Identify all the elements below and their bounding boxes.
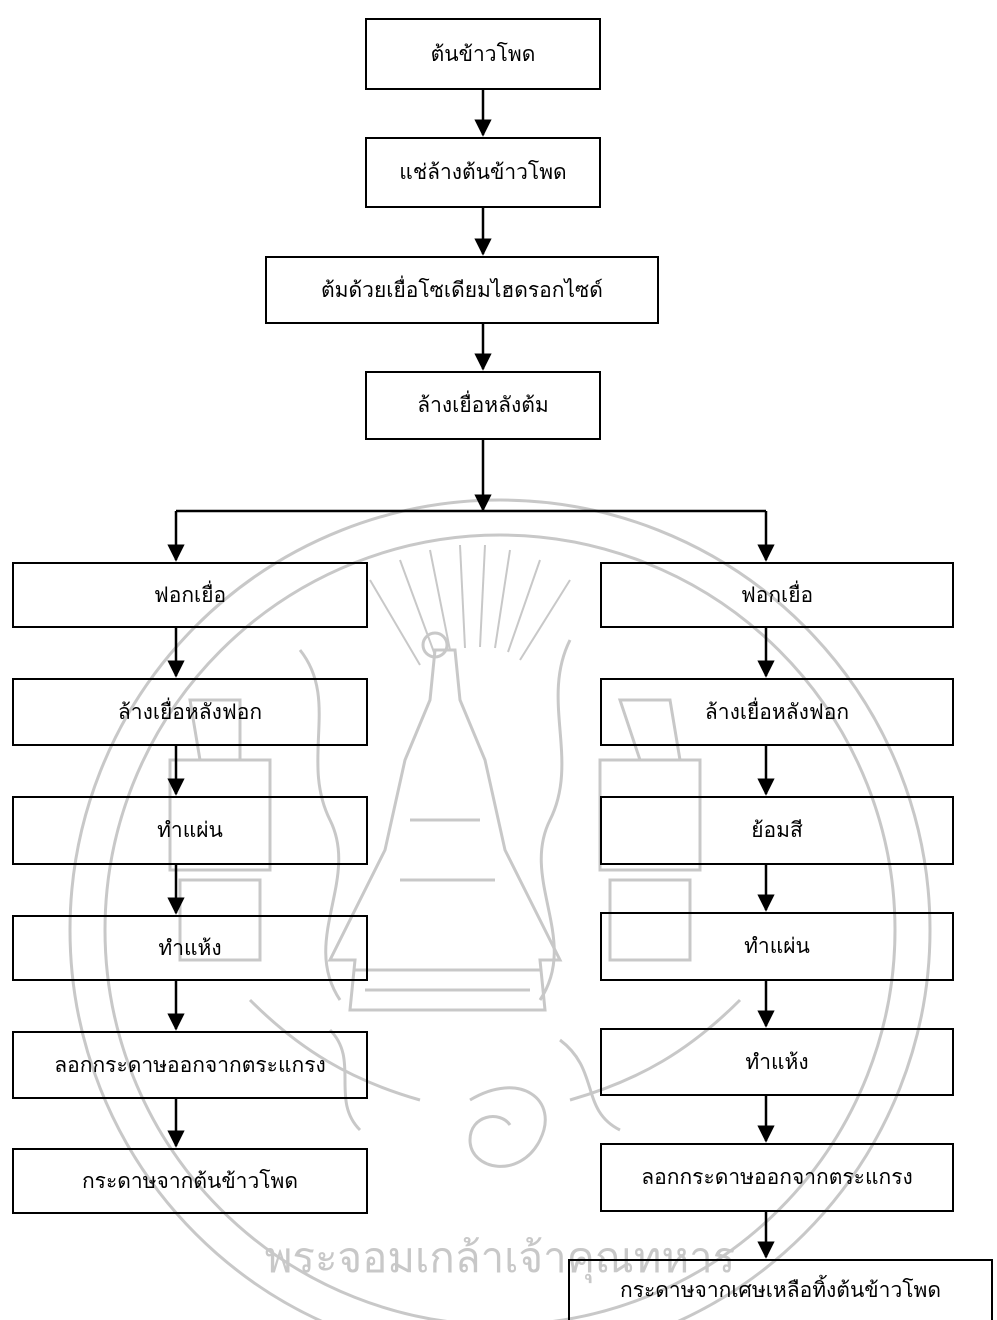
right-step-dry: ทำแห้ง [600, 1028, 954, 1096]
right-step-form-sheet: ทำแผ่น [600, 912, 954, 981]
right-step-peel-paper: ลอกกระดาษออกจากตระแกรง [600, 1143, 954, 1212]
step-corn-stalk: ต้นข้าวโพด [365, 18, 601, 90]
left-step-dry: ทำแห้ง [12, 915, 368, 981]
left-step-corn-paper: กระดาษจากต้นข้าวโพด [12, 1148, 368, 1214]
right-step-waste-corn-paper: กระดาษจากเศษเหลือทิ้งต้นข้าวโพด [568, 1259, 993, 1320]
left-step-form-sheet: ทำแผ่น [12, 796, 368, 865]
left-step-peel-paper: ลอกกระดาษออกจากตระแกรง [12, 1031, 368, 1099]
left-step-bleach: ฟอกเยื่อ [12, 562, 368, 628]
step-label: ฟอกเยื่อ [153, 582, 227, 607]
step-label: แช่ล้างต้นข้าวโพด [399, 160, 567, 184]
step-wash-after-boil: ล้างเยื่อหลังต้ม [365, 371, 601, 440]
step-label: ล้างเยื่อหลังฟอก [117, 699, 263, 724]
step-label: ต้มด้วยเยื่อโซเดียมไฮดรอกไซด์ [321, 277, 603, 302]
left-step-wash-after-bleach: ล้างเยื่อหลังฟอก [12, 678, 368, 746]
step-label: ล้างเยื่อหลังต้ม [417, 393, 549, 417]
step-label: ลอกกระดาษออกจากตระแกรง [54, 1052, 326, 1077]
right-step-dye: ย้อมสี [600, 796, 954, 865]
step-label: ลอกกระดาษออกจากตระแกรง [641, 1165, 913, 1189]
step-label: ทำแห้ง [745, 1049, 809, 1074]
step-label: ทำแห้ง [158, 935, 222, 960]
step-label: ต้นข้าวโพด [430, 41, 536, 66]
step-label: กระดาษจากต้นข้าวโพด [81, 1168, 299, 1193]
step-label: ล้างเยื่อหลังฟอก [704, 699, 850, 724]
step-label: ฟอกเยื่อ [740, 582, 814, 607]
step-label: กระดาษจากเศษเหลือทิ้งต้นข้าวโพด [620, 1278, 941, 1302]
seal-text: พระจอมเกล้าเจ้าคุณทหาร [265, 1233, 736, 1284]
right-step-bleach: ฟอกเยื่อ [600, 562, 954, 628]
step-label: ทำแผ่น [744, 934, 810, 958]
step-label: ย้อมสี [751, 818, 803, 842]
step-label: ทำแผ่น [157, 818, 223, 842]
right-step-wash-after-bleach: ล้างเยื่อหลังฟอก [600, 678, 954, 746]
step-boil-naoh: ต้มด้วยเยื่อโซเดียมไฮดรอกไซด์ [265, 256, 659, 324]
step-soak-wash: แช่ล้างต้นข้าวโพด [365, 137, 601, 208]
